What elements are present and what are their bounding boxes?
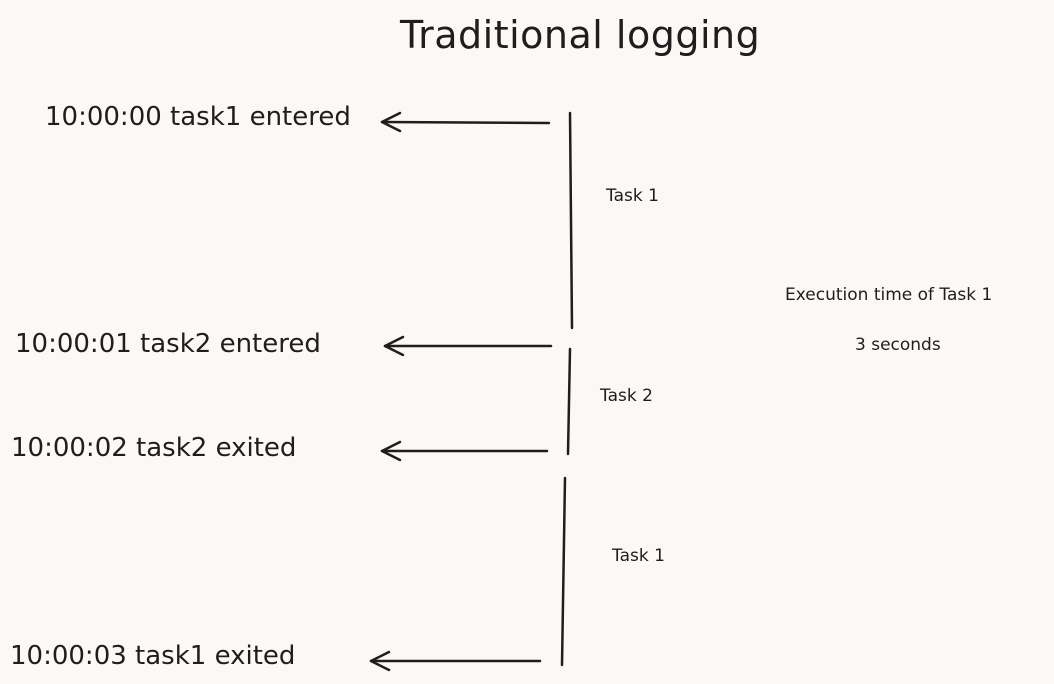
arrow-left-icon — [380, 440, 549, 462]
arrow-left-icon — [380, 111, 551, 133]
log-time: 10:00:03 — [10, 641, 127, 671]
segment-label-task2: Task 2 — [600, 386, 653, 406]
execution-time-value: 3 seconds — [855, 335, 941, 355]
log-line-4: 10:00:03 task1 exited — [10, 639, 295, 673]
log-event: task1 entered — [170, 102, 351, 132]
log-line-3: 10:00:02 task2 exited — [11, 431, 296, 465]
segment-line-task2 — [566, 347, 572, 456]
log-line-1: 10:00:00 task1 entered — [45, 100, 351, 134]
log-time: 10:00:01 — [15, 329, 132, 359]
log-event: task2 exited — [136, 433, 297, 463]
arrow-left-icon — [369, 650, 542, 672]
segment-line-task1-first — [568, 111, 574, 330]
execution-time-label: Execution time of Task 1 — [785, 285, 993, 305]
segment-line-task1-second — [560, 476, 567, 667]
segment-label-task1-second: Task 1 — [612, 546, 665, 566]
arrow-left-icon — [383, 335, 553, 357]
log-event: task1 exited — [135, 641, 296, 671]
log-time: 10:00:00 — [45, 102, 162, 132]
diagram-title: Traditional logging — [400, 13, 761, 57]
log-line-2: 10:00:01 task2 entered — [15, 327, 321, 361]
segment-label-task1-first: Task 1 — [606, 186, 659, 206]
log-time: 10:00:02 — [11, 433, 128, 463]
log-event: task2 entered — [140, 329, 321, 359]
